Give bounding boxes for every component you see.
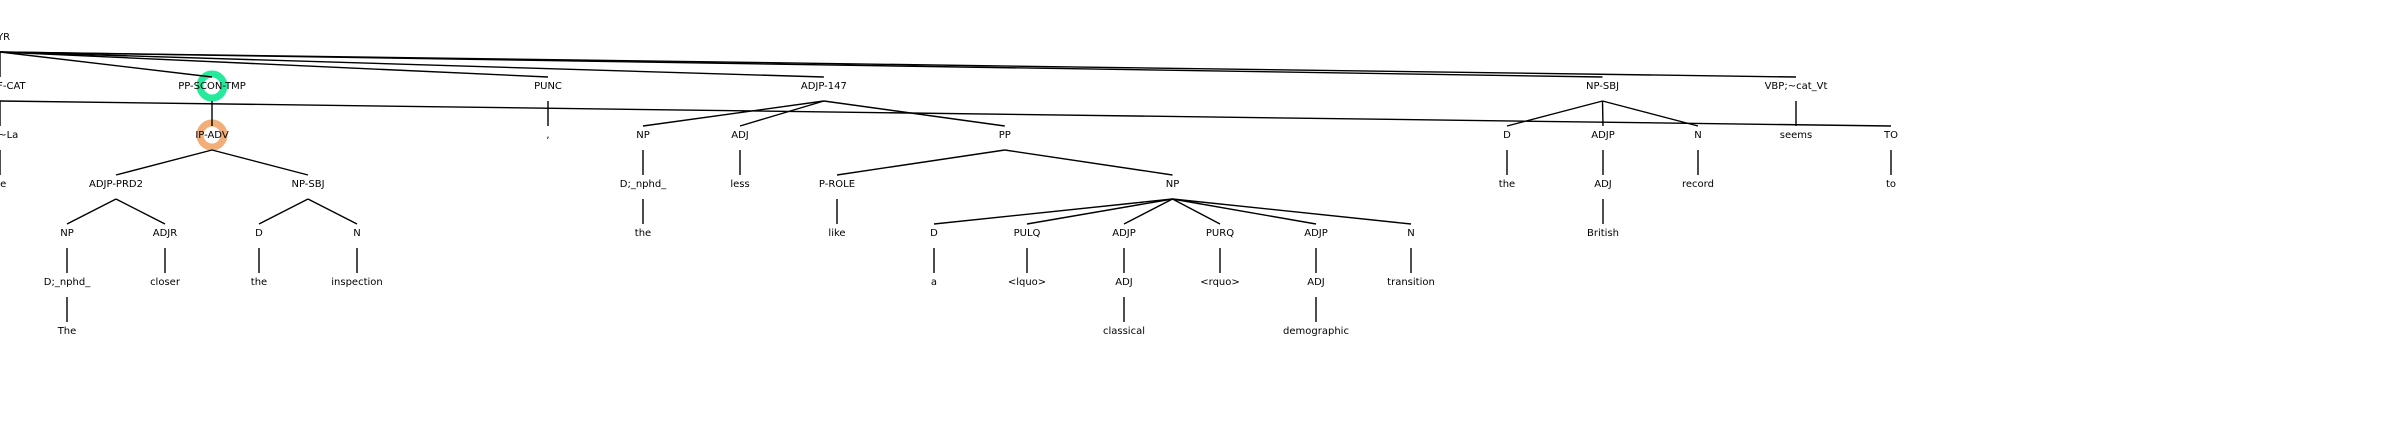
tree-node-d-nphd: D;_nphd_ xyxy=(620,179,667,190)
edge-layer xyxy=(0,51,1892,322)
leaf-word-seems: seems xyxy=(1780,130,1812,141)
green-highlight-circle xyxy=(196,70,228,102)
tree-edge xyxy=(642,100,824,127)
tree-node-p-role: P-ROLE xyxy=(819,179,855,190)
tree-node-adj: ADJ xyxy=(731,130,749,141)
tree-node-n: N xyxy=(1407,228,1414,239)
tree-edge xyxy=(307,198,358,225)
tree-node-adjr: ADJR xyxy=(153,228,177,239)
leaf-word-british: British xyxy=(1587,228,1619,239)
tree-node-n: N xyxy=(353,228,360,239)
tree-edge xyxy=(115,198,166,225)
leaf-word-the: The xyxy=(57,326,77,337)
tree-node-adj: ADJ xyxy=(1307,277,1325,288)
tree-edge xyxy=(1172,198,1412,225)
tree-edge xyxy=(258,198,309,225)
tree-node-ilyr: ILYR xyxy=(0,32,10,43)
tree-node-np: NP xyxy=(636,130,650,141)
leaf-word-less: less xyxy=(730,179,749,190)
tree-node-np-sbj: NP-SBJ xyxy=(1586,81,1619,92)
tree-node-adjp: ADJP xyxy=(1591,130,1615,141)
tree-edge xyxy=(0,51,549,78)
tree-node-adj: ADJ xyxy=(1115,277,1133,288)
tree-node-ip-inf-cat: IP-INF-CAT xyxy=(0,81,27,92)
leaf-word-punct: , xyxy=(546,130,549,141)
tree-node-np: NP xyxy=(60,228,74,239)
tree-edge xyxy=(739,100,825,127)
leaf-word-demographic: demographic xyxy=(1283,326,1349,337)
tree-node-adj: ADJ xyxy=(1594,179,1612,190)
tree-edge xyxy=(1026,198,1173,225)
tree-edge xyxy=(1123,198,1173,225)
tree-node-pp-scon-tmp: PP-SCON-TMP xyxy=(178,81,246,92)
tree-node-pulq: PULQ xyxy=(1014,228,1041,239)
tree-edge xyxy=(0,51,1797,78)
tree-node-adjp: ADJP xyxy=(1112,228,1136,239)
tree-node-n: N xyxy=(1694,130,1701,141)
tree-node-pp: PP xyxy=(999,130,1011,141)
tree-node-ip-adv: IP-ADV xyxy=(195,130,229,141)
tree-edge xyxy=(1004,149,1173,176)
leaf-word-a: a xyxy=(931,277,937,288)
leaf-word-to: to xyxy=(1886,179,1896,190)
tree-edge xyxy=(115,149,213,176)
leaf-word-inspection: inspection xyxy=(331,277,382,288)
tree-node-np: NP xyxy=(1166,179,1180,190)
tree-node-adjp-147: ADJP-147 xyxy=(801,81,847,92)
tree-edge xyxy=(0,51,824,78)
tree-edge xyxy=(66,198,117,225)
leaf-word-like: like xyxy=(828,228,845,239)
tree-edge xyxy=(1602,100,1699,127)
leaf-word-closer: closer xyxy=(150,277,181,288)
tree-node-adjp: ADJP xyxy=(1304,228,1328,239)
leaf-word-classical: classical xyxy=(1103,326,1145,337)
tree-node-vbp-cat-vt: VBP;~cat_Vt xyxy=(1765,81,1828,92)
leaf-word-the: the xyxy=(1499,179,1515,190)
tree-node-np-sbj: NP-SBJ xyxy=(291,179,324,190)
tree-node-purq: PURQ xyxy=(1206,228,1234,239)
tree-edge xyxy=(836,149,1005,176)
tree-edge xyxy=(0,100,1892,127)
leaf-word-rquo: <rquo> xyxy=(1200,277,1240,288)
tree-edge xyxy=(0,51,213,78)
tree-edge xyxy=(1172,198,1221,225)
tree-node-be-la: BE;~La xyxy=(0,130,18,141)
tree-node-d: D xyxy=(930,228,938,239)
tree-node-to: TO xyxy=(1883,130,1898,141)
tree-node-d-nphd: D;_nphd_ xyxy=(44,277,91,288)
tree-node-punc: PUNC xyxy=(534,81,562,92)
leaf-word-be: be xyxy=(0,179,6,190)
leaf-word-transition: transition xyxy=(1387,277,1435,288)
tree-node-adjp-prd2: ADJP-PRD2 xyxy=(89,179,143,190)
tree-node-d: D xyxy=(255,228,263,239)
tree-edge xyxy=(933,198,1173,225)
leaf-word-lquo: <lquo> xyxy=(1008,277,1046,288)
tree-edge xyxy=(1172,198,1317,225)
node-layer: ILYRPP-SCON-TMPIP-ADVADJP-PRD2NPD;_nphd_… xyxy=(0,32,1898,337)
tree-node-d: D xyxy=(1503,130,1511,141)
leaf-word-the: the xyxy=(635,228,651,239)
leaf-word-the: the xyxy=(251,277,267,288)
leaf-word-record: record xyxy=(1682,179,1714,190)
tree-edge xyxy=(211,149,309,176)
